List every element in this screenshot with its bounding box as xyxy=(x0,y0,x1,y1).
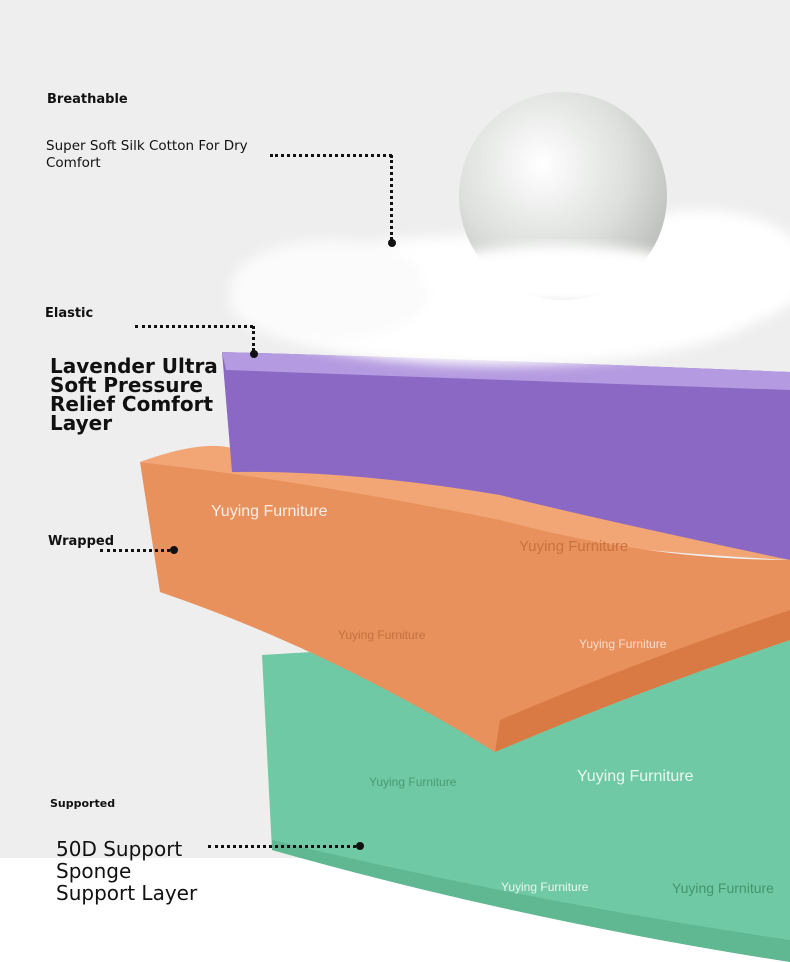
leader-line xyxy=(252,326,255,351)
label-elastic: Elastic xyxy=(45,306,94,321)
label-breathable: Breathable xyxy=(47,92,128,107)
cotton-description: Super Soft Silk Cotton For Dry Comfort xyxy=(46,138,248,171)
label-supported: Supported xyxy=(50,797,116,810)
leader-line xyxy=(390,155,393,240)
watermark: Yuying Furniture xyxy=(519,538,629,555)
orange-layer-top xyxy=(140,445,790,560)
lavender-description: Lavender Ultra Soft Pressure Relief Comf… xyxy=(50,354,218,435)
line: Relief Comfort xyxy=(50,392,214,416)
purple-lavender-layer xyxy=(222,352,790,560)
leader-line xyxy=(208,845,356,848)
watermark: Yuying Furniture xyxy=(369,775,457,789)
watermark: Yuying Furniture xyxy=(672,880,774,896)
watermark: Yuying Furniture xyxy=(579,637,667,651)
line: Support Layer xyxy=(56,881,198,905)
watermark: Yuying Furniture xyxy=(211,503,328,520)
leader-line xyxy=(100,549,170,552)
marker-dot xyxy=(250,350,258,358)
line: Sponge xyxy=(56,859,132,883)
line: 50D Support xyxy=(56,837,183,861)
marker-dot xyxy=(170,546,178,554)
leader-line xyxy=(270,154,392,157)
support-description: 50D Support Sponge Support Layer xyxy=(56,838,197,904)
watermark: Yuying Furniture xyxy=(338,628,426,642)
leader-line xyxy=(135,325,253,328)
label-wrapped: Wrapped xyxy=(48,534,115,549)
watermark: Yuying Furniture xyxy=(577,768,694,785)
marker-dot xyxy=(356,842,364,850)
watermark: Yuying Furniture xyxy=(501,880,589,894)
line: Layer xyxy=(50,411,113,435)
line: Soft Pressure xyxy=(50,373,203,397)
line: Lavender Ultra xyxy=(50,354,218,378)
marker-dot xyxy=(388,239,396,247)
